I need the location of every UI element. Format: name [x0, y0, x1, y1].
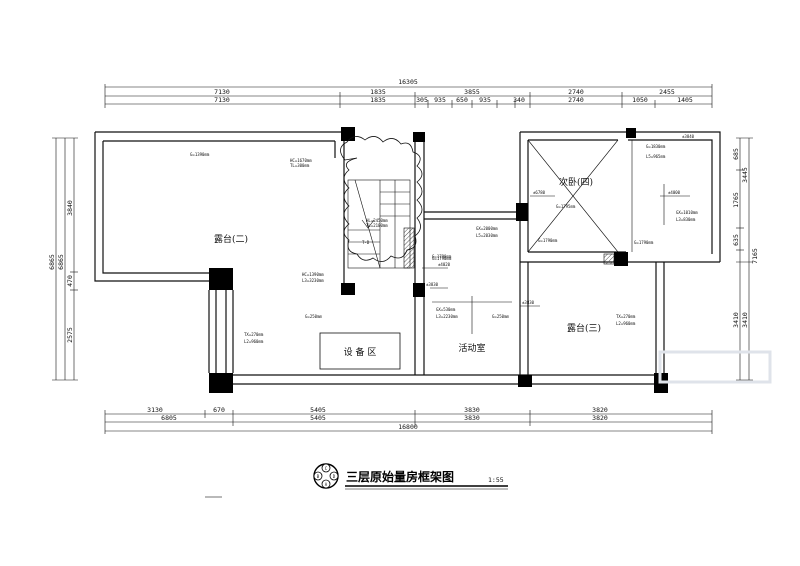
void-cross [527, 139, 633, 253]
dim-bot-r2-3: 3820 [592, 414, 608, 422]
dim-top-r2-7: 2740 [568, 96, 584, 104]
left-dimensions [52, 137, 78, 381]
dim-right-5: 3410 [732, 312, 740, 328]
note-26: G=1790mm [432, 256, 452, 261]
logo-letter-b: B [317, 474, 320, 479]
dim-top-r2-8: 1050 [632, 96, 648, 104]
elev-a: ±4020 [438, 262, 451, 267]
dim-right-2: 3445 [741, 167, 749, 183]
walls [94, 131, 721, 385]
elev-b: ±3830 [426, 282, 439, 287]
note-20: GX=1010mm [676, 210, 698, 215]
room-terrace-2: 露台(二) [214, 233, 248, 245]
bottom-dimensions [104, 410, 713, 434]
note-8: G=1790mm [432, 254, 452, 259]
note-1: G=1390mm [190, 152, 210, 157]
room-activity: 活动室 [458, 342, 485, 354]
dim-top-overall: 16305 [398, 78, 418, 86]
dim-bot-r1-2: 5405 [310, 406, 326, 414]
note-21: L3=830mm [676, 217, 696, 222]
dim-top-r2-6: 340 [513, 96, 525, 104]
dim-top-r1-2: 3855 [464, 88, 480, 96]
top-dimensions [104, 84, 713, 108]
elev-e: ±4000 [668, 190, 681, 195]
dim-top-r2-9: 1405 [677, 96, 693, 104]
wall-hatch-2 [603, 253, 615, 265]
drawing-scale: 1:55 [488, 476, 504, 484]
note-11: G=1790mm [538, 238, 558, 243]
dim-top-r2-2: 305 [416, 96, 428, 104]
dim-right-1: 1765 [732, 192, 740, 208]
dim-top-r2-5: 935 [479, 96, 491, 104]
note-25: G=250mm [305, 314, 322, 319]
note-2: HC=1670mm [290, 158, 312, 163]
note-24: L2=960mm [616, 321, 636, 326]
note-27: T-D [362, 240, 370, 245]
dim-right-0: 685 [732, 148, 740, 160]
dim-top-r2-4: 650 [456, 96, 468, 104]
stair [347, 179, 411, 269]
note-6: HC=1390mm [302, 272, 324, 277]
elev-c: ±3830 [522, 300, 535, 305]
dim-left-1: 6865 [57, 254, 65, 270]
room-bedroom-4: 次卧(四) [559, 176, 593, 188]
note-14: GX=530mm [436, 307, 456, 312]
dim-left-2: 3840 [66, 200, 74, 216]
note-4: HL=2450mm [366, 218, 388, 223]
dim-top-r2-3: 935 [434, 96, 446, 104]
room-equipment: 设 备 区 [344, 346, 377, 358]
revision-cloud [340, 136, 423, 262]
note-22: G=1790mm [634, 240, 654, 245]
dim-left-0: 6865 [48, 254, 56, 270]
dim-top-r1-3: 2740 [568, 88, 584, 96]
note-12: TX=270mm [244, 332, 264, 337]
note-15: L3=2230mm [436, 314, 458, 319]
note-9: GX=2000mm [476, 226, 498, 231]
dim-right-6: 3410 [741, 312, 749, 328]
logo-letter-d: D [333, 474, 336, 479]
title-logo: C B D A [313, 463, 339, 489]
watermark [658, 350, 772, 384]
note-19: G=1830mm [646, 144, 666, 149]
dim-bot-r1-4: 3820 [592, 406, 608, 414]
dim-bot-r1-0: 3130 [147, 406, 163, 414]
dim-top-r2-0: 7130 [214, 96, 230, 104]
room-terrace-3: 露台(三) [567, 322, 601, 334]
elev-d: ±6780 [533, 190, 546, 195]
dim-bot-r2-0: 6805 [161, 414, 177, 422]
logo-letter-c: C [325, 466, 328, 471]
right-dimensions [736, 137, 753, 381]
note-23: TX=270mm [616, 314, 636, 319]
note-3: TL=300mm [290, 163, 310, 168]
dim-top-r1-4: 2455 [659, 88, 675, 96]
logo-letter-a: A [325, 482, 328, 487]
drawing-title: 三层原始量房框架图 [346, 469, 454, 484]
dim-left-3: 470 [66, 275, 74, 287]
note-16: G=250mm [492, 314, 509, 319]
note-7: L3=3230mm [302, 278, 324, 283]
dim-left-4: 2575 [66, 327, 74, 343]
dim-bot-r1-3: 3830 [464, 406, 480, 414]
equipment-zone [319, 332, 401, 370]
dim-top-r1-1: 1835 [370, 88, 386, 96]
dim-bot-r2-1: 5405 [310, 414, 326, 422]
dim-right-4: 7165 [751, 248, 759, 264]
dim-top-r2-1: 1835 [370, 96, 386, 104]
dim-bot-r1-1: 670 [213, 406, 225, 414]
note-13: L2=960mm [244, 339, 264, 344]
note-17: G=1795mm [556, 204, 576, 209]
note-10: L5=2030mm [476, 233, 498, 238]
dim-top-r1-0: 7130 [214, 88, 230, 96]
elevation-markers [422, 184, 690, 334]
note-5: TL=2100mm [366, 223, 388, 228]
dim-bot-overall: 16800 [398, 423, 418, 431]
note-18: L5=965mm [646, 154, 666, 159]
dim-right-3: 635 [732, 234, 740, 246]
dim-bot-r2-2: 3830 [464, 414, 480, 422]
elev-f: ±3840 [682, 134, 695, 139]
